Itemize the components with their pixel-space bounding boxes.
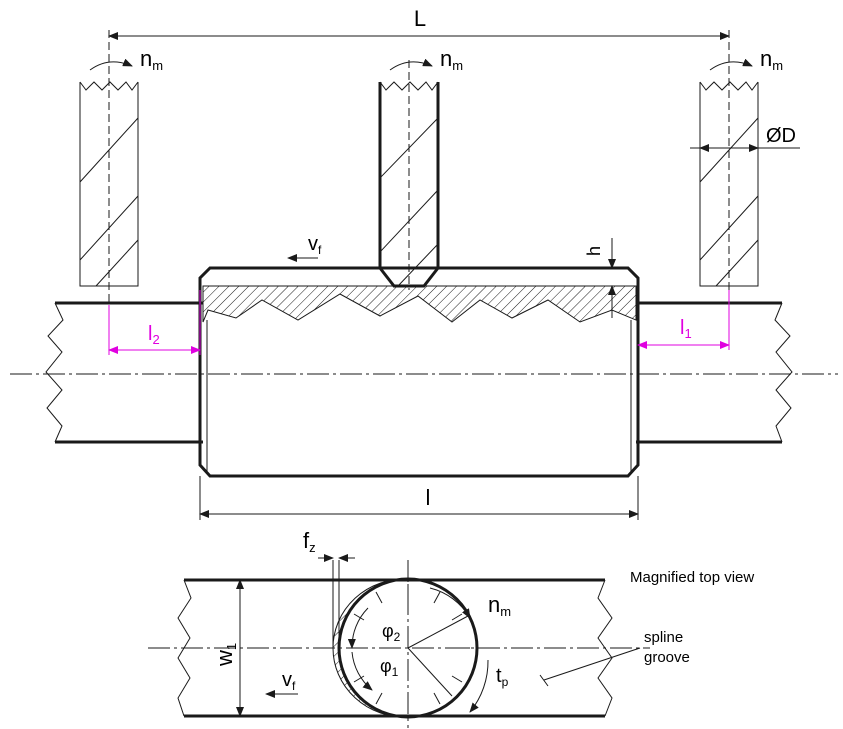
label-w1: w1 xyxy=(212,643,239,667)
dimension-l xyxy=(199,476,639,520)
label-nm-middle: nm xyxy=(440,46,463,73)
labels: L nm nm nm ØD vf h l1 l2 l fz w1 φ2 φ1 n… xyxy=(140,6,796,693)
label-phi1: φ1 xyxy=(380,656,399,679)
label-l1: l1 xyxy=(680,317,692,341)
label-l2: l2 xyxy=(148,323,160,347)
label-magnified-top-view: Magnified top view xyxy=(630,569,754,586)
label-h: h xyxy=(584,246,604,256)
shaft xyxy=(45,301,793,444)
label-spline: spline xyxy=(644,629,683,646)
label-nm-right: nm xyxy=(760,46,783,73)
rotation-arrows xyxy=(89,58,753,71)
label-phi2: φ2 xyxy=(382,621,401,644)
label-fz: fz xyxy=(303,528,316,555)
dimension-l1 xyxy=(637,290,730,350)
label-l: l xyxy=(426,485,431,510)
hatched-cut-region xyxy=(202,285,637,323)
label-nm-left: nm xyxy=(140,46,163,73)
label-diameter: ØD xyxy=(766,125,796,147)
workpiece-body xyxy=(198,266,640,478)
label-nm-bottom: nm xyxy=(488,592,511,619)
cutter-middle xyxy=(378,60,440,290)
label-vf-top: vf xyxy=(308,233,322,257)
dimension-l2 xyxy=(108,290,201,355)
label-L: L xyxy=(414,6,426,31)
label-vf-bottom: vf xyxy=(282,669,296,693)
label-groove: groove xyxy=(644,649,690,666)
cutter-left xyxy=(79,30,139,345)
magnified-view xyxy=(148,554,650,728)
label-tp: tp xyxy=(496,665,509,689)
